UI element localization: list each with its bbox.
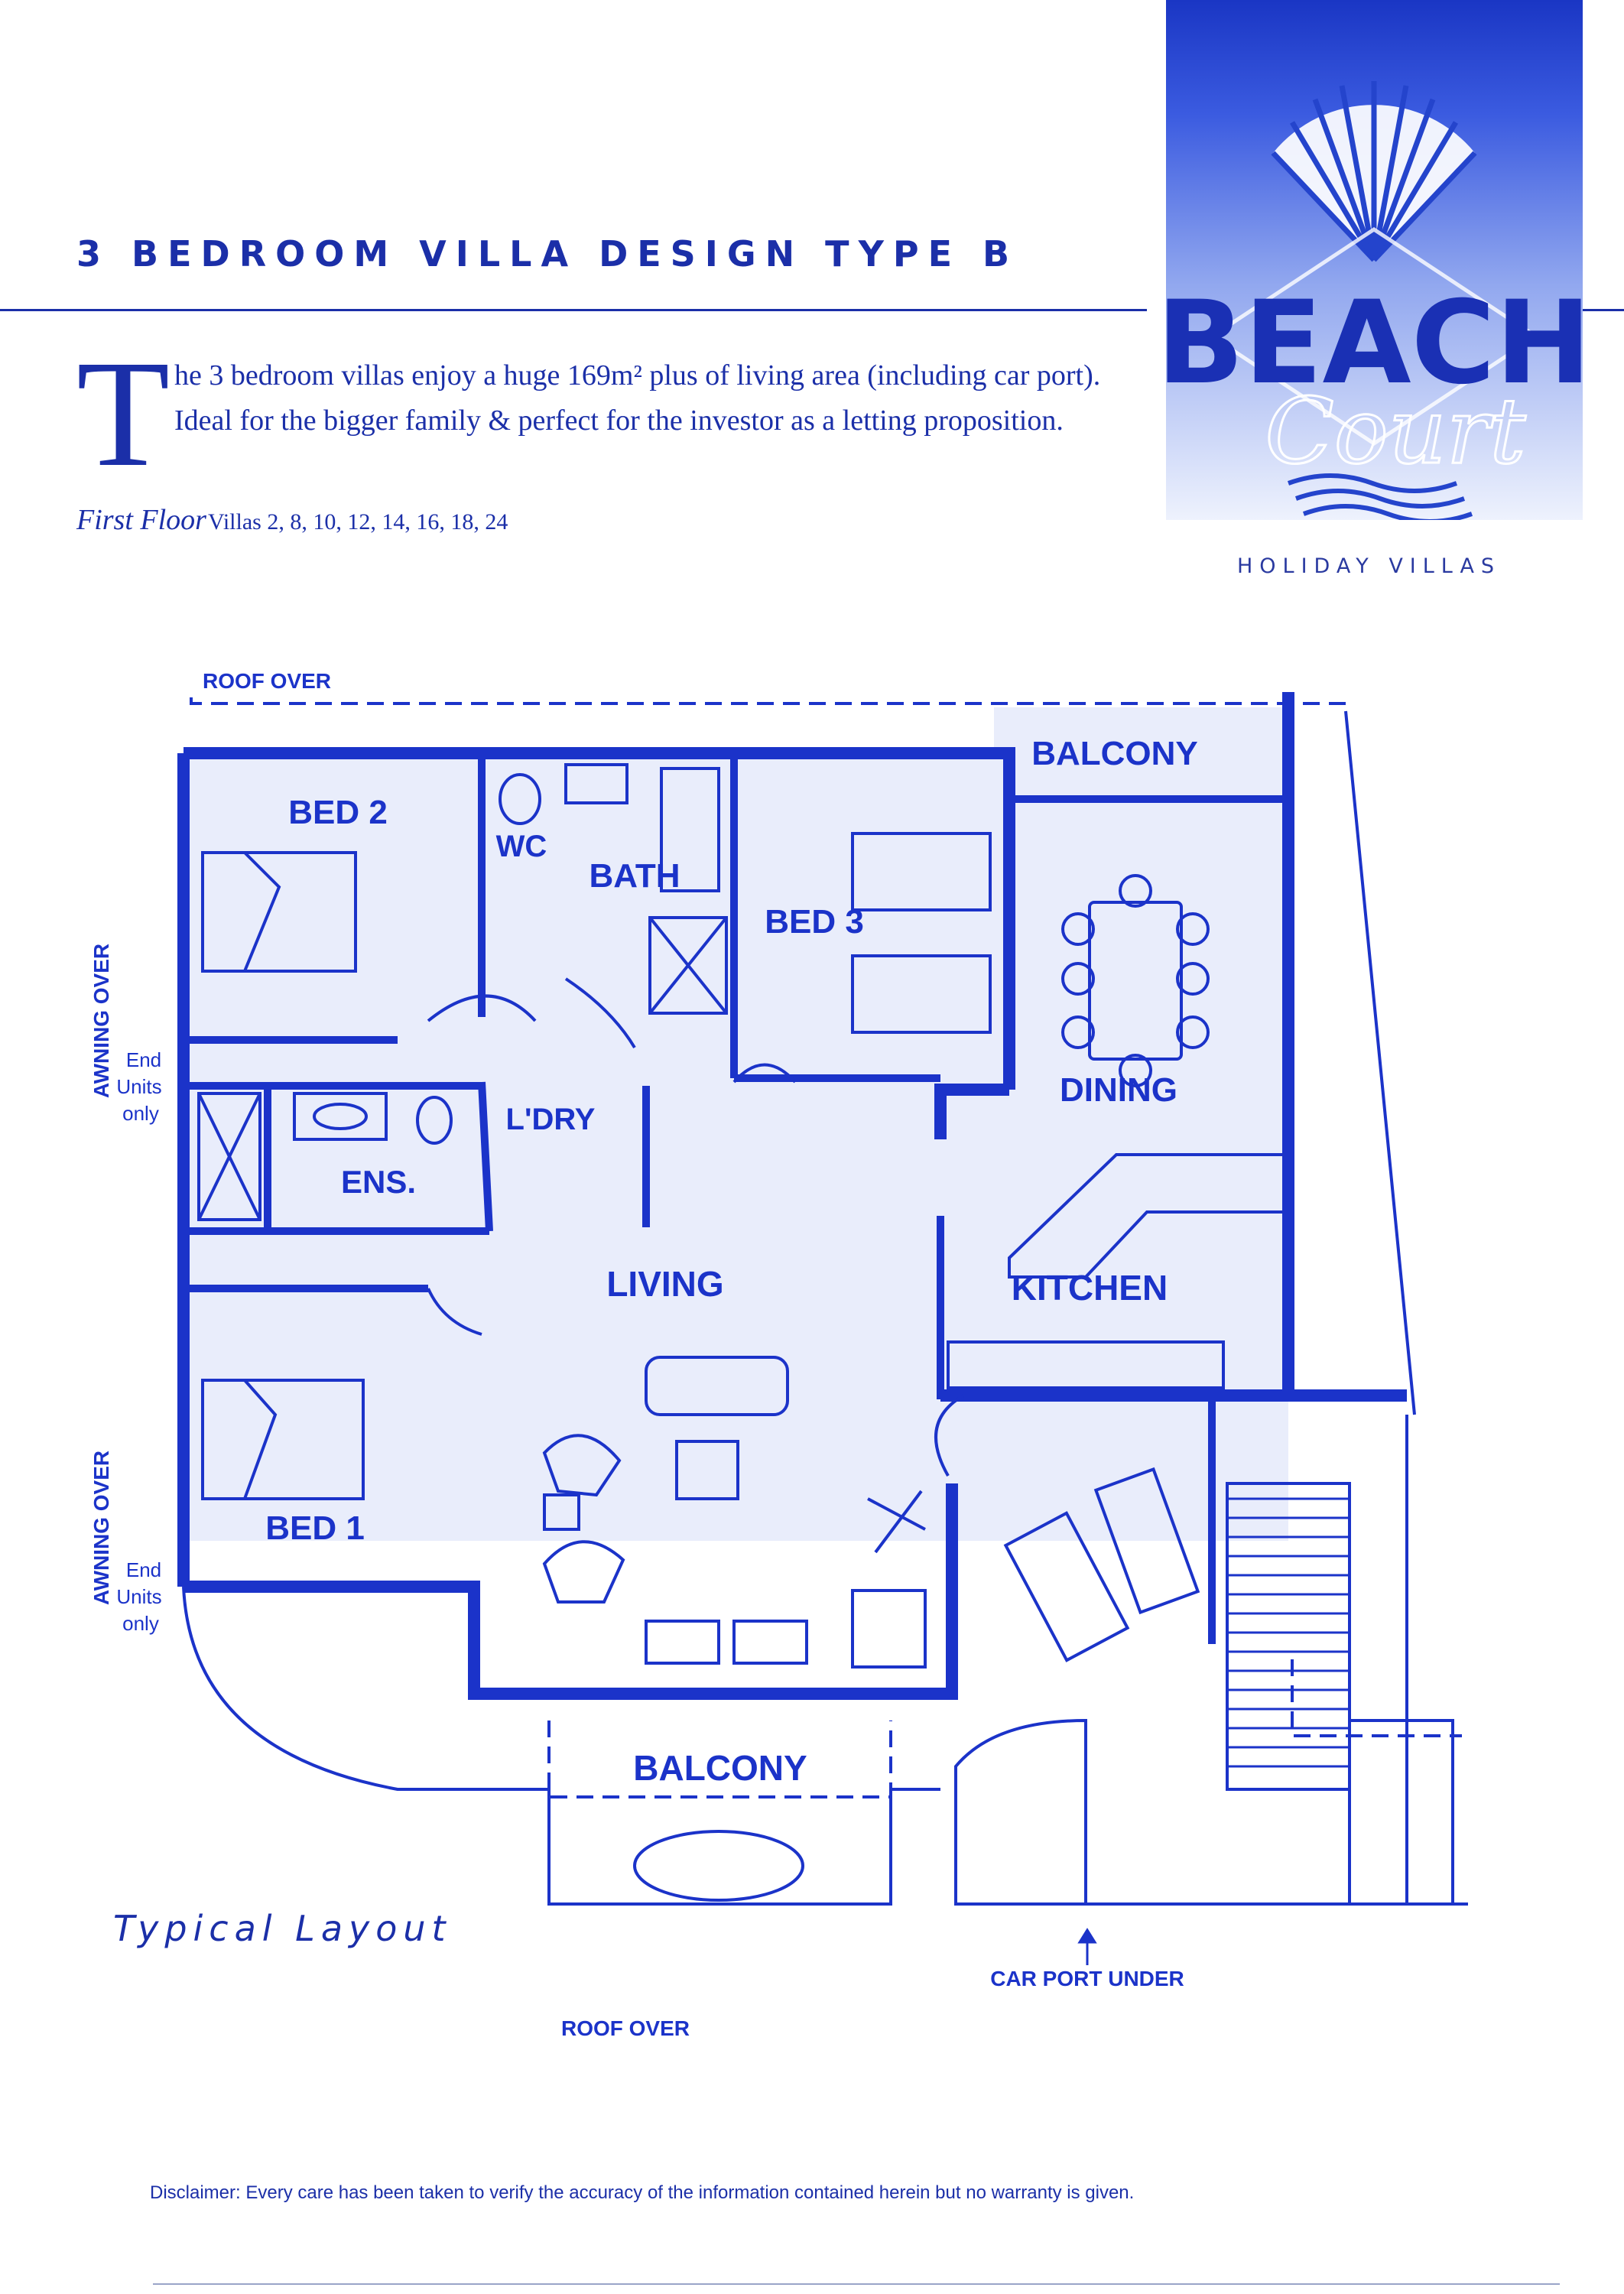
note-end-units-top-2: Units	[116, 1075, 161, 1098]
room-bed1: BED 1	[265, 1509, 365, 1547]
title-rule	[0, 309, 1147, 311]
title-rule-right	[1583, 309, 1624, 311]
room-bed2: BED 2	[288, 794, 388, 831]
room-ensuite: ENS.	[341, 1164, 416, 1200]
bottom-rule	[153, 2283, 1560, 2285]
wave-logo-icon	[1287, 473, 1473, 520]
room-bed3: BED 3	[765, 903, 864, 941]
plan-walls	[177, 692, 1407, 1700]
shell-logo-icon	[1208, 81, 1540, 446]
room-dining: DINING	[1060, 1071, 1177, 1109]
disclaimer: Disclaimer: Every care has been taken to…	[150, 2182, 1135, 2203]
villa-numbers: Villas 2, 8, 10, 12, 14, 16, 18, 24	[207, 509, 508, 535]
note-roof-over-top: ROOF OVER	[203, 669, 331, 693]
room-kitchen: KITCHEN	[1012, 1268, 1168, 1308]
logo-tagline: HOLIDAY VILLAS	[1237, 554, 1502, 578]
note-end-units-bottom-1: End	[126, 1558, 161, 1581]
note-end-units-bottom-2: Units	[116, 1585, 161, 1608]
logo-name-script: Court	[1265, 379, 1526, 484]
note-roof-over-bottom: ROOF OVER	[561, 2016, 690, 2040]
room-bath: BATH	[590, 857, 680, 895]
room-balcony-top: BALCONY	[1031, 735, 1198, 772]
note-end-units-top-3: only	[122, 1102, 159, 1125]
page-title: 3 BEDROOM VILLA DESIGN TYPE B	[76, 233, 1019, 275]
room-wc: WC	[496, 830, 547, 863]
room-laundry: L'DRY	[506, 1103, 596, 1136]
note-awning-bottom: AWNING OVER	[89, 1451, 113, 1605]
room-balcony-bottom: BALCONY	[633, 1748, 807, 1788]
floor-plan: BED 2 WC BATH BED 3 BALCONY DINING L'DRY…	[89, 669, 1468, 2040]
note-awning-top: AWNING OVER	[89, 944, 113, 1098]
plan-caption: Typical Layout	[113, 1908, 452, 1949]
intro-text: he 3 bedroom villas enjoy a huge 169m² p…	[174, 359, 1101, 437]
floor-label: First Floor	[76, 504, 206, 536]
drop-cap: T	[76, 330, 171, 499]
note-car-port: CAR PORT UNDER	[990, 1967, 1184, 1990]
north-arrow-icon	[1077, 1928, 1097, 1965]
plan-inner-walls	[184, 753, 1288, 1644]
beach-court-logo: BEACH Court	[1166, 0, 1583, 520]
room-living: LIVING	[606, 1264, 723, 1304]
note-end-units-bottom-3: only	[122, 1612, 159, 1635]
plan-fixtures	[182, 710, 1468, 1906]
logo-name-top: BEACH	[1166, 277, 1583, 410]
note-end-units-top-1: End	[126, 1048, 161, 1071]
floor-line: First FloorVillas 2, 8, 10, 12, 14, 16, …	[76, 503, 508, 537]
